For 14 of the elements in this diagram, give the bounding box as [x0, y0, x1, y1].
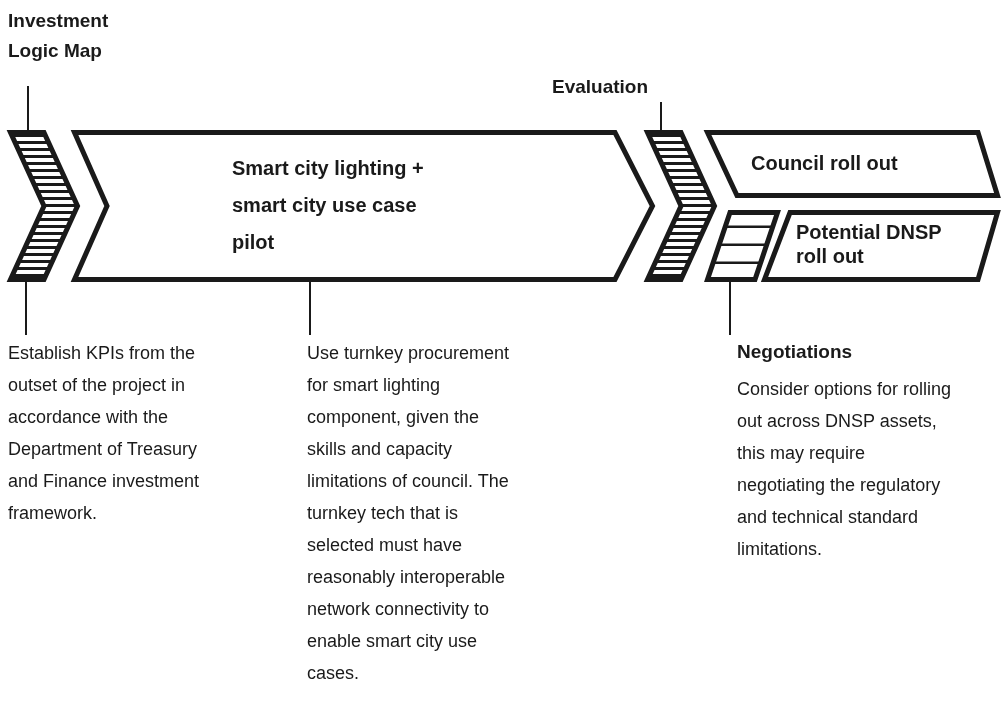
- leader-line: [309, 281, 311, 336]
- stage-label: Council roll out: [751, 151, 899, 176]
- stage-label: Smart city lighting + smart city use case pilot: [232, 156, 425, 255]
- leader-line: [660, 101, 662, 131]
- description-text: Establish KPIs from the outset of the project in accordance with the Department of Treasury and Finance investment framework.: [8, 342, 201, 525]
- milestone-label: Evaluation: [552, 75, 650, 99]
- leader-line: [27, 85, 29, 131]
- stage-label: Potential DNSP roll out: [796, 220, 943, 268]
- section-heading: Negotiations: [737, 340, 854, 364]
- leader-line: [25, 281, 27, 336]
- description-text: Use turnkey procurement for smart lighting component, given the skills and capacity limitations of council. The turnkey tech that is selected must have reasonably interoperable network connectivity to enable smart city use cases.: [307, 342, 511, 685]
- leader-line: [729, 281, 731, 336]
- milestone-label: Investment Logic Map: [8, 9, 110, 63]
- description-text: Consider options for rolling out across DNSP assets, this may require negotiating the regulatory and technical standard limitations.: [737, 378, 952, 561]
